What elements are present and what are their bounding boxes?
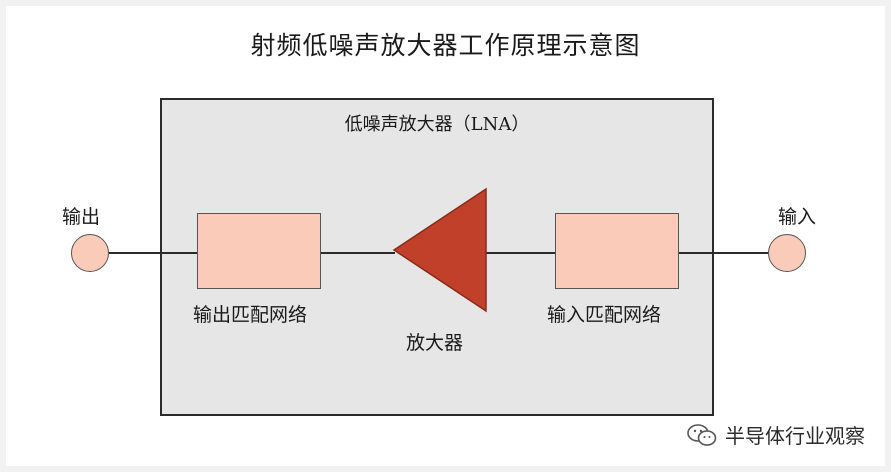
- output-matching-network-label: 输出匹配网络: [193, 304, 308, 326]
- amplifier-label: 放大器: [406, 332, 464, 354]
- wire-output-match-to-amp: [321, 252, 395, 254]
- wire-amp-to-input-match: [486, 252, 555, 254]
- watermark: 半导体行业观察: [687, 420, 865, 449]
- lna-label: 低噪声放大器（LNA）: [344, 114, 530, 135]
- amplifier-triangle: [392, 187, 487, 313]
- diagram-title: 射频低噪声放大器工作原理示意图: [250, 31, 641, 60]
- watermark-text: 半导体行业观察: [725, 424, 865, 448]
- input-port-node: [768, 234, 806, 272]
- input-matching-network-label: 输入匹配网络: [547, 304, 662, 326]
- wire-input-match-to-input: [679, 252, 770, 254]
- input-port-label: 输入: [778, 206, 817, 228]
- output-port-node: [71, 234, 109, 272]
- amplifier-shape: [392, 187, 487, 313]
- input-matching-network: [555, 213, 679, 289]
- wire-output-to-box: [107, 252, 197, 254]
- wechat-icon: [687, 423, 717, 446]
- output-matching-network: [197, 213, 321, 289]
- output-port-label: 输出: [62, 206, 101, 228]
